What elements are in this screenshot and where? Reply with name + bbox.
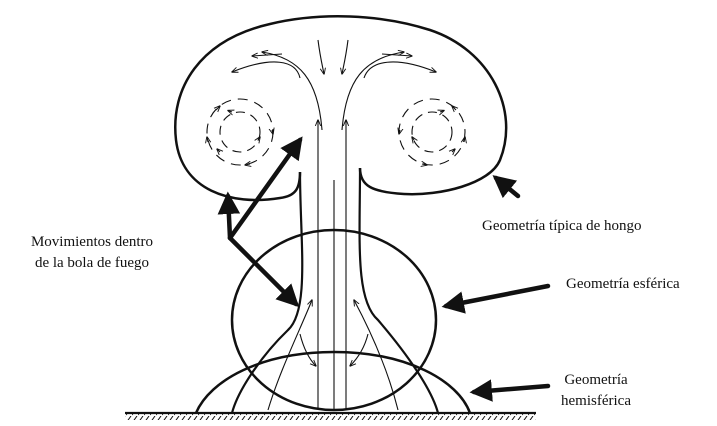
arrow-to-sphere-center: [230, 238, 296, 304]
stem-left-outline: [232, 172, 302, 413]
arrow-to-stem-vortex: [230, 140, 300, 238]
label-hemispherical-line2: hemisférica: [544, 391, 648, 412]
arrow-to-sphere: [446, 286, 548, 306]
label-fireball-movements-line2: de la bola de fuego: [8, 253, 176, 274]
label-spherical-geometry: Geometría esférica: [566, 274, 680, 295]
cap-flow-arrows: [232, 40, 436, 130]
label-hemispherical-geometry: Geometría hemisférica: [544, 370, 648, 412]
mushroom-cap-outline: [175, 16, 506, 200]
pointer-arrows: [228, 140, 548, 392]
stem-flow-arrows: [268, 120, 398, 410]
left-vortex: [207, 99, 273, 165]
label-fireball-movements: Movimientos dentro de la bola de fuego: [8, 232, 176, 274]
arrow-to-cap-left: [228, 196, 230, 238]
label-mushroom-geometry: Geometría típica de hongo: [482, 216, 642, 237]
arrow-to-mushroom: [496, 178, 518, 196]
label-hemispherical-line1: Geometría: [544, 370, 648, 391]
hemispherical-outline: [196, 352, 470, 413]
stem-right-outline: [360, 168, 438, 413]
arrow-to-hemisphere: [474, 386, 548, 392]
label-fireball-movements-line1: Movimientos dentro: [8, 232, 176, 253]
ground: [125, 413, 536, 420]
right-vortex: [399, 99, 465, 165]
